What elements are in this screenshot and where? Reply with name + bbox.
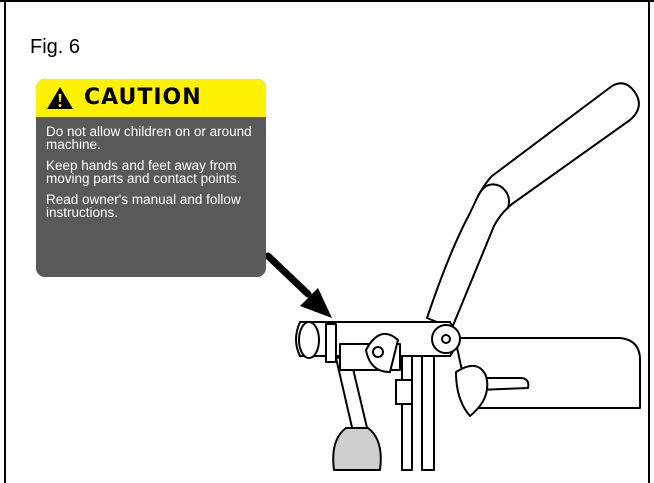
small-block xyxy=(395,379,413,405)
pivot-bolt xyxy=(441,334,451,344)
caution-title: CAUTION xyxy=(84,85,202,110)
caution-line-children: Do not allow children on or around machi… xyxy=(46,124,252,152)
caution-body: Do not allow children on or around machi… xyxy=(36,125,266,227)
handle-bar xyxy=(426,82,640,329)
knob xyxy=(455,365,489,417)
caution-header: CAUTION xyxy=(36,79,266,117)
cylinder-body xyxy=(332,427,382,471)
arrow-shaft xyxy=(264,252,312,298)
tube-collar xyxy=(325,323,337,363)
caution-line-manual: Read owner's manual and follow instructi… xyxy=(46,192,241,220)
rear-bracket xyxy=(454,337,641,409)
tube-end xyxy=(298,321,320,359)
arrow-head xyxy=(300,288,332,318)
frame-post-right xyxy=(421,339,435,471)
warning-triangle-icon xyxy=(47,87,73,109)
caution-decal: CAUTION Do not allow children on or arou… xyxy=(36,79,266,277)
caution-line-hands-feet: Keep hands and feet away from moving par… xyxy=(46,158,241,186)
bracket-tab xyxy=(477,377,530,391)
crank-bolt xyxy=(372,346,384,358)
grip-edge xyxy=(477,183,510,209)
figure-label: Fig. 6 xyxy=(30,36,81,58)
